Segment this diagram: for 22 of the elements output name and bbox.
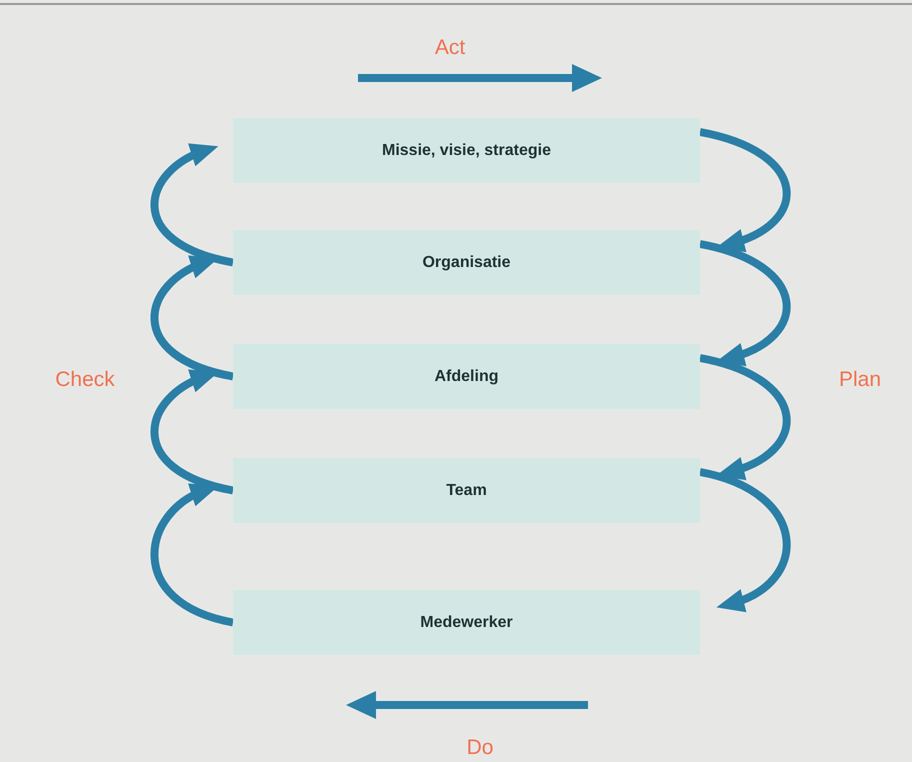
curved-arrow bbox=[150, 370, 234, 494]
phase-label: Plan bbox=[838, 367, 882, 393]
level-label: Team bbox=[446, 480, 487, 500]
curved-arrow bbox=[699, 240, 790, 365]
level-label: Medewerker bbox=[420, 612, 513, 632]
level-band bbox=[233, 590, 700, 655]
curved-arrow bbox=[699, 128, 790, 252]
level-label: Organisatie bbox=[422, 252, 511, 272]
level-band bbox=[233, 118, 700, 183]
curved-arrow bbox=[699, 354, 790, 479]
level-band bbox=[233, 458, 700, 523]
curved-arrow bbox=[150, 144, 234, 266]
curved-arrow bbox=[150, 256, 234, 380]
phase-label: Do bbox=[466, 735, 494, 761]
level-label: Afdeling bbox=[434, 366, 498, 386]
level-label: Missie, visie, strategie bbox=[382, 140, 551, 160]
level-band bbox=[233, 344, 700, 409]
curved-arrow bbox=[699, 468, 790, 611]
level-band bbox=[233, 230, 700, 295]
phase-label: Act bbox=[434, 35, 466, 61]
phase-label: Check bbox=[54, 367, 116, 393]
curved-arrow bbox=[150, 484, 234, 626]
